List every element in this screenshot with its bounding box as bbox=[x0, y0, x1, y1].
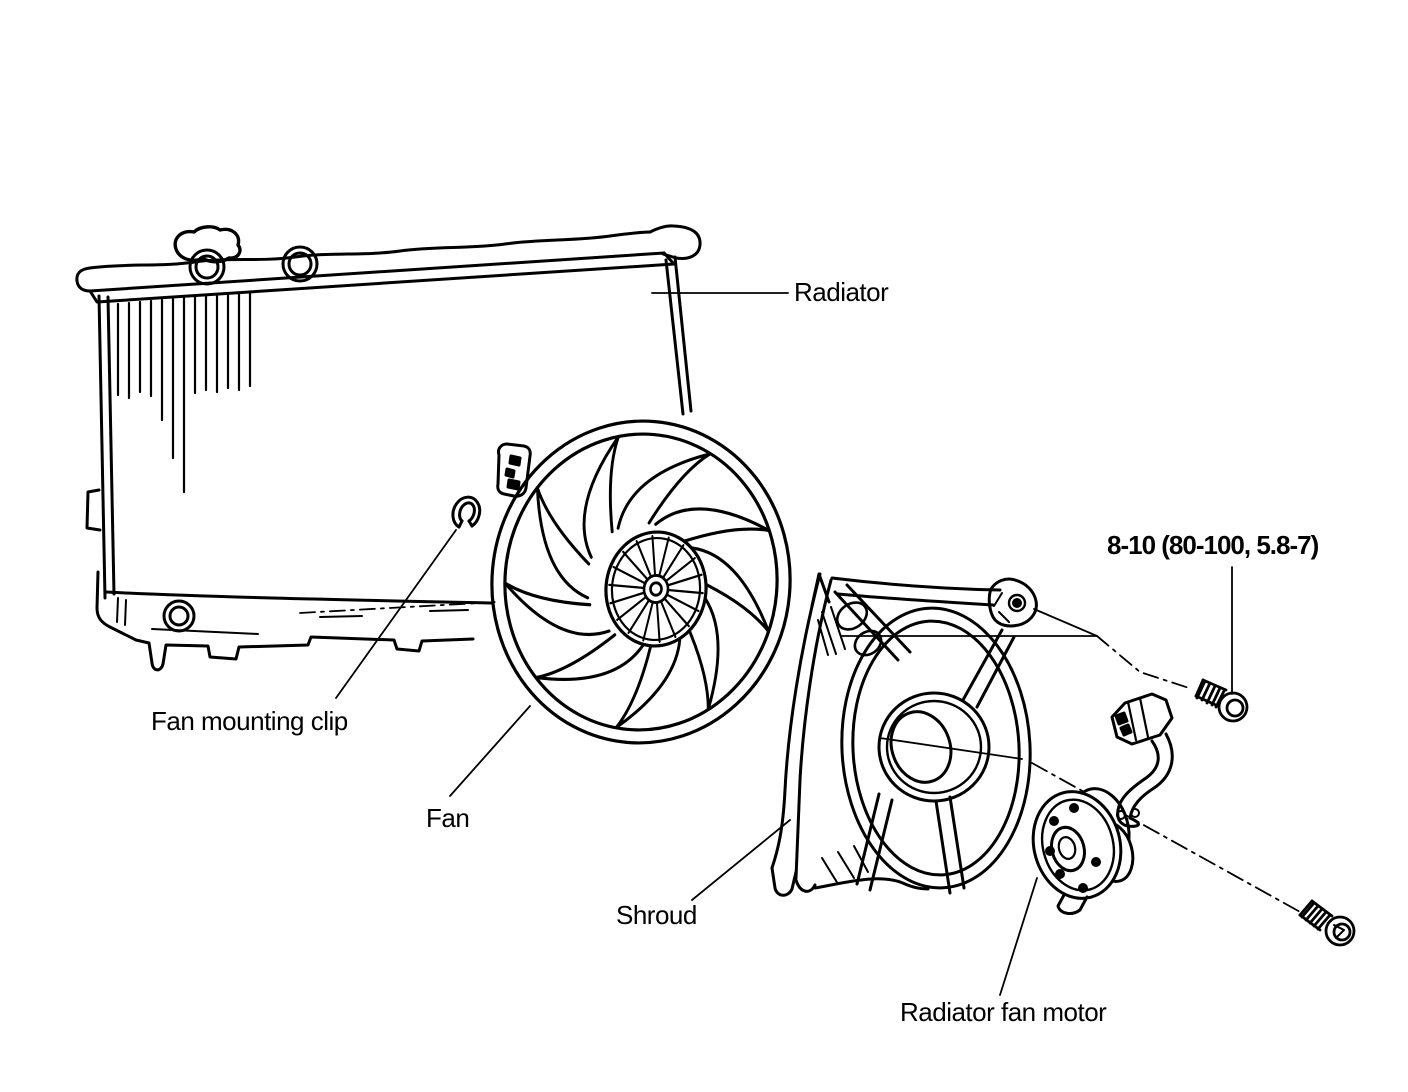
motor-connector bbox=[1110, 692, 1174, 746]
clip-plate-drawing bbox=[496, 442, 532, 498]
fan-hub bbox=[604, 530, 708, 648]
shroud-drawing bbox=[770, 572, 1038, 897]
radiator-fins bbox=[116, 290, 252, 494]
bolt-upper-drawing bbox=[1194, 678, 1249, 723]
leader-radiator-fan-motor bbox=[999, 877, 1038, 996]
leader-torque-right-boss bbox=[1033, 608, 1098, 637]
label-fan-mounting-clip: Fan mounting clip bbox=[151, 706, 348, 736]
leader-fan bbox=[449, 705, 531, 797]
bolt-lower-drawing bbox=[1298, 899, 1356, 947]
shroud-struts bbox=[833, 583, 1016, 895]
label-torque-spec: 8-10 (80-100, 5.8-7) bbox=[1107, 530, 1319, 560]
shroud-motor-ring bbox=[877, 691, 991, 803]
label-radiator: Radiator bbox=[794, 277, 889, 307]
fan-drawing bbox=[490, 419, 792, 745]
radiator-drawing bbox=[75, 224, 702, 672]
leader-shroud bbox=[691, 819, 791, 901]
motor-drawing bbox=[1031, 692, 1174, 915]
motor-wire-arm bbox=[1116, 732, 1174, 828]
leader-fan-mounting-clip bbox=[335, 529, 457, 699]
leader-lines bbox=[335, 292, 1233, 996]
leader-torque-to-bolt bbox=[1096, 635, 1193, 690]
shroud-right-boss bbox=[987, 577, 1038, 628]
label-radiator-fan-motor: Radiator fan motor bbox=[900, 997, 1107, 1027]
fan-mounting-clip-drawing bbox=[451, 495, 482, 529]
label-fan: Fan bbox=[426, 803, 470, 833]
fan-blades bbox=[503, 435, 771, 730]
flange-holes bbox=[1045, 803, 1101, 893]
label-shroud: Shroud bbox=[616, 900, 697, 930]
axis-centerlines bbox=[299, 601, 1303, 914]
